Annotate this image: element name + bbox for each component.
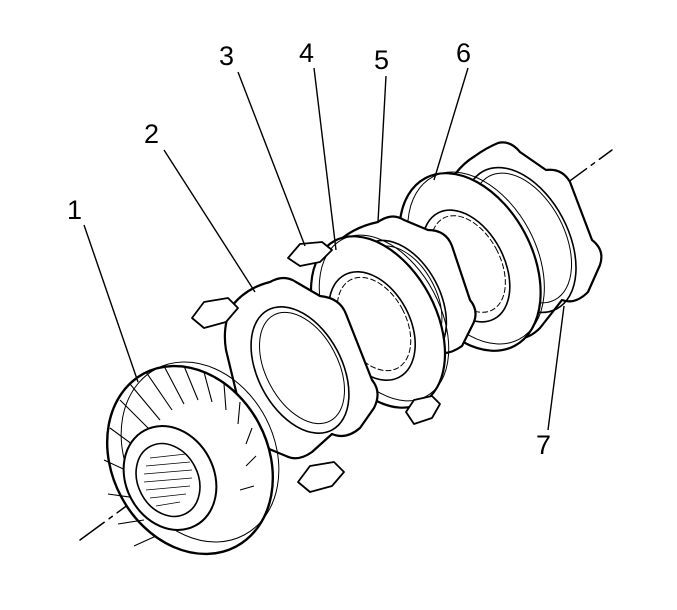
callout-2: 2 [144, 119, 160, 149]
callout-1: 1 [67, 195, 83, 225]
callout-4: 4 [299, 38, 315, 68]
leader-6 [433, 67, 469, 181]
callout-6: 6 [456, 38, 472, 68]
leader-7 [547, 305, 565, 431]
callout-5: 5 [374, 45, 390, 75]
leader-5 [377, 75, 387, 223]
part-1-gear [103, 361, 280, 556]
leader-1 [83, 224, 139, 383]
leader-2 [163, 149, 256, 293]
leader-4 [313, 67, 337, 251]
leader-lines [83, 67, 565, 431]
callout-7: 7 [536, 430, 552, 460]
leader-3 [237, 71, 306, 247]
callout-3: 3 [219, 41, 235, 71]
